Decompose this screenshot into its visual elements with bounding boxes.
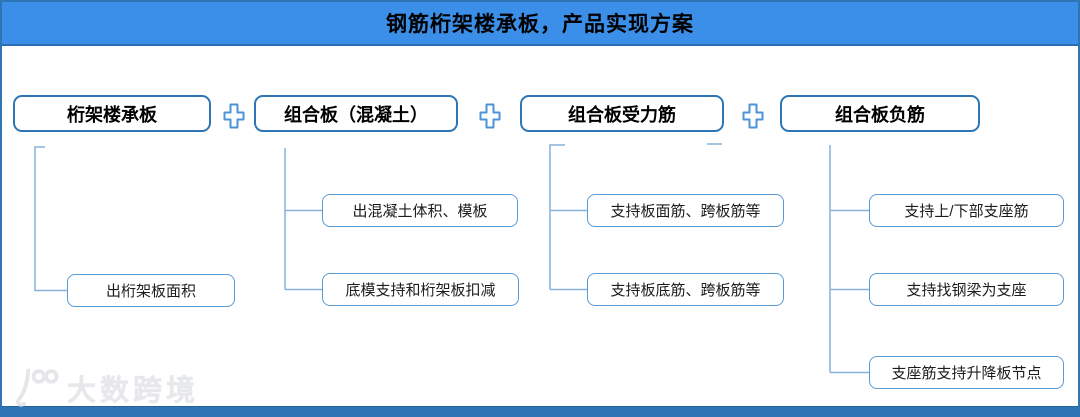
child-node-bottom-rebar-support: 支持板底筋、跨板筋等 [587,273,784,306]
child-node-concrete-volume-formwork: 出混凝土体积、模板 [322,194,518,227]
child-node-bottom-form-deduction: 底模支持和桁架板扣减 [322,273,519,306]
parent-node-truss-deck: 桁架楼承板 [13,95,211,132]
child-node-top-rebar-support: 支持板面筋、跨板筋等 [587,194,784,227]
parent-node-composite-slab-concrete: 组合板（混凝土） [254,95,458,132]
page-title: 钢筋桁架楼承板，产品实现方案 [386,13,694,36]
child-node-steel-beam-support: 支持找钢梁为支座 [869,273,1064,306]
parent-node-composite-slab-stress-rebar: 组合板受力筋 [520,95,724,132]
watermark: 大数跨境 [12,366,199,410]
header-bar: 钢筋桁架楼承板，产品实现方案 [2,2,1078,46]
watermark-text: 大数跨境 [67,375,200,407]
watermark-logo-icon [16,368,59,407]
plus-icon [742,103,764,129]
child-node-lift-slab-node: 支座筋支持升降板节点 [869,356,1064,389]
child-node-truss-area: 出桁架板面积 [67,274,235,307]
plus-icon [223,103,245,129]
child-node-upper-lower-support-rebar: 支持上/下部支座筋 [869,194,1064,227]
plus-icon [479,103,501,129]
parent-node-composite-slab-negative-rebar: 组合板负筋 [780,95,980,132]
bottom-bar [2,406,1078,415]
